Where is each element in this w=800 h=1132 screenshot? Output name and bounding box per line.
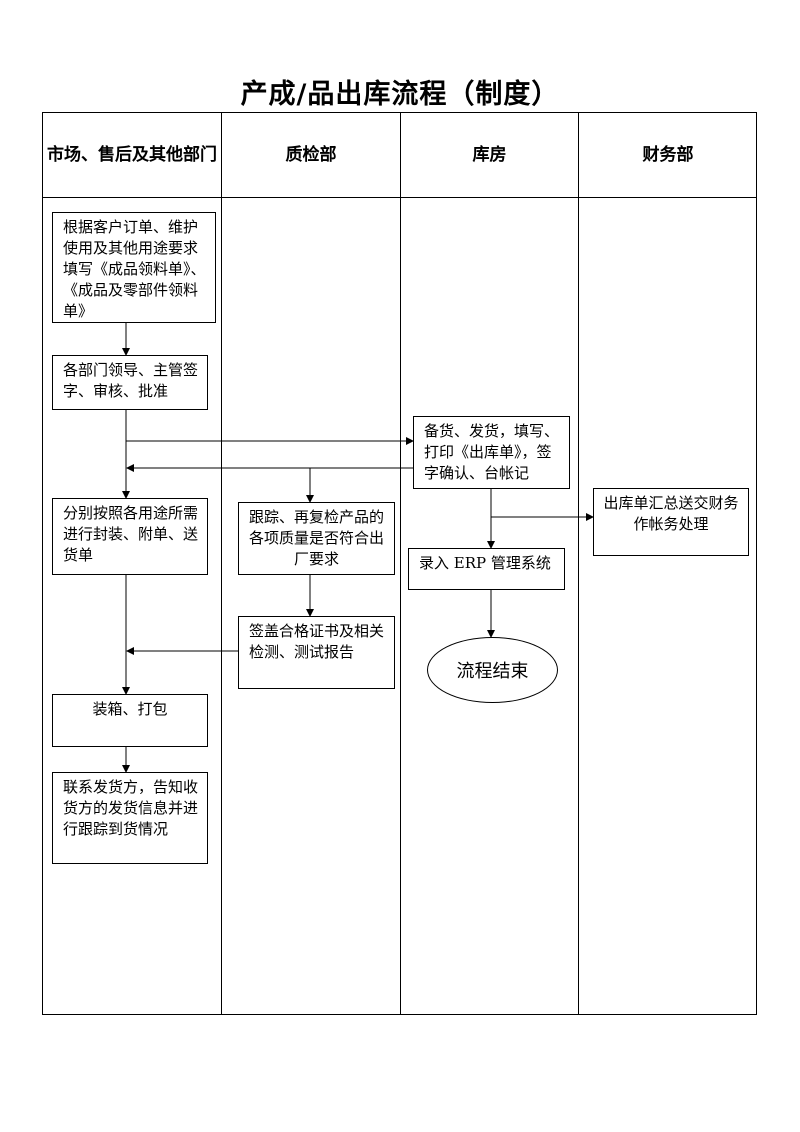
column-header-qc: 质检部 [285, 144, 337, 165]
column-header-market: 市场、售后及其他部门 [47, 144, 217, 165]
lane-divider [578, 112, 579, 1015]
flow-end-terminal: 流程结束 [427, 637, 558, 703]
step-quality-check: 跟踪、再复检产品的各项质量是否符合出厂要求 [238, 502, 395, 575]
lane-divider [221, 112, 222, 1015]
page-title: 产成/品出库流程（制度） [240, 79, 560, 110]
swimlane-table [42, 112, 757, 1015]
column-header-warehouse: 库房 [472, 144, 507, 165]
step-certificate: 签盖合格证书及相关检测、测试报告 [238, 616, 395, 689]
step-pack: 装箱、打包 [52, 694, 208, 747]
lane-divider [400, 112, 401, 1015]
step-package-docs: 分别按照各用途所需进行封装、附单、送货单 [52, 498, 208, 575]
step-approve: 各部门领导、主管签字、审核、批准 [52, 355, 208, 410]
step-contact-shipper: 联系发货方，告知收货方的发货信息并进行跟踪到货情况 [52, 772, 208, 864]
column-header-finance: 财务部 [642, 144, 694, 165]
step-fill-order: 根据客户订单、维护使用及其他用途要求填写《成品领料单》、《成品及零部件领料单》 [52, 212, 216, 323]
step-prepare-goods: 备货、发货，填写、打印《出库单》，签字确认、台帐记 [413, 416, 570, 489]
step-erp-entry: 录入 ERP 管理系统 [408, 548, 565, 590]
header-divider [42, 197, 757, 198]
step-finance-process: 出库单汇总送交财务作帐务处理 [593, 488, 749, 556]
